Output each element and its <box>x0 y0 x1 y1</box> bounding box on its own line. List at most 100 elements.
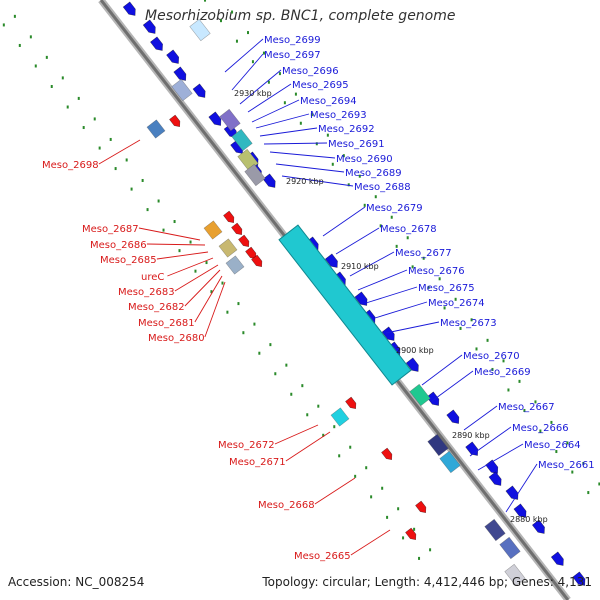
guide-dot <box>237 302 240 306</box>
forward-gene <box>572 571 586 586</box>
guide-dot <box>566 441 569 445</box>
callout-line <box>349 251 395 277</box>
guide-dot <box>598 482 600 486</box>
guide-dot <box>82 126 85 130</box>
guide-dot <box>315 142 318 146</box>
gene-block <box>189 18 211 42</box>
gene-block-group <box>203 220 223 240</box>
gene-block <box>219 108 241 132</box>
guide-dot <box>50 84 53 88</box>
accession-text: Accession: NC_008254 <box>8 575 145 589</box>
kbp-tick-label: 2900 kbp <box>396 346 434 355</box>
guide-dot <box>459 326 462 330</box>
guide-dot <box>306 413 309 417</box>
guide-dot <box>363 203 366 207</box>
kbp-tick-label: 2880 kbp <box>510 515 548 524</box>
callout-line <box>251 99 300 123</box>
callout-line <box>431 370 474 402</box>
guide-dot <box>162 228 165 232</box>
guide-dot <box>235 39 238 43</box>
callout-line <box>259 127 318 137</box>
gene-block <box>146 119 166 139</box>
gene-block <box>218 238 238 258</box>
guide-dot <box>402 536 405 540</box>
guide-dot <box>109 137 112 141</box>
reverse-gene <box>169 114 181 128</box>
forward-gene <box>531 519 545 534</box>
guide-dot <box>427 285 430 289</box>
guide-dot <box>294 92 297 96</box>
guide-dot <box>349 445 352 449</box>
gene-label: Meso_2661 <box>538 460 595 471</box>
guide-dot <box>247 31 250 35</box>
callout-line <box>505 463 538 513</box>
gene-block-group <box>225 255 245 275</box>
gene-label: Meso_2680 <box>148 333 205 344</box>
gene-arrow <box>381 326 395 341</box>
gene-label: Meso_2682 <box>128 302 185 313</box>
gene-label: Meso_2668 <box>258 500 315 511</box>
forward-gene <box>488 471 502 486</box>
gene-block <box>427 433 449 457</box>
gene-arrow <box>192 83 206 98</box>
guide-dot <box>210 290 213 294</box>
gene-block <box>330 407 350 427</box>
guide-dot <box>347 183 350 187</box>
callout-line <box>281 175 354 187</box>
guide-dot <box>429 548 432 552</box>
callout-line <box>263 142 328 145</box>
gene-label: Meso_2675 <box>418 283 475 294</box>
callout-line <box>274 424 319 445</box>
callout-line <box>174 264 219 292</box>
guide-dot <box>77 96 80 100</box>
guide-dot <box>251 60 254 64</box>
kbp-tick-label: 2910 kbp <box>341 262 379 271</box>
long-gene-region <box>278 224 412 386</box>
gene-arrow <box>405 357 419 372</box>
reverse-gene <box>381 447 393 461</box>
gene-block-group <box>231 128 253 152</box>
gene-block <box>484 518 506 542</box>
forward-gene <box>405 357 419 372</box>
guide-dot <box>418 556 421 560</box>
gene-block <box>244 163 266 187</box>
guide-dot <box>2 23 5 27</box>
callout-line <box>146 243 206 246</box>
gene-label: Meso_2693 <box>310 110 367 121</box>
guide-dot <box>204 0 207 2</box>
guide-dot <box>555 450 558 454</box>
reverse-gene <box>345 396 357 410</box>
guide-dot <box>278 72 281 76</box>
guide-dot <box>301 384 304 388</box>
callout-line <box>335 227 380 255</box>
callout-line <box>194 275 223 323</box>
guide-dot <box>258 351 261 355</box>
callout-line <box>204 281 226 338</box>
guide-dot <box>34 64 37 68</box>
dotted-guides <box>2 0 600 560</box>
guide-dot <box>267 80 270 84</box>
callout-line <box>365 286 418 304</box>
guide-dot <box>61 76 64 80</box>
guide-dot <box>454 297 457 301</box>
gene-arrow <box>122 1 136 16</box>
guide-dot <box>438 277 441 281</box>
guide-dot <box>226 310 229 314</box>
guide-dot <box>395 244 398 248</box>
gene-label: Meso_2670 <box>463 351 520 362</box>
gene-label: Meso_2694 <box>300 96 357 107</box>
forward-gene <box>192 83 206 98</box>
guide-dot <box>379 224 382 228</box>
guide-dot <box>475 347 478 351</box>
guide-dot <box>571 470 574 474</box>
reverse-gene <box>415 500 427 514</box>
forward-gene <box>208 111 222 126</box>
guide-dot <box>354 474 357 478</box>
guide-dot <box>338 454 341 458</box>
guide-dot <box>491 367 494 371</box>
forward-gene <box>142 19 156 34</box>
gene-arrow <box>415 500 427 514</box>
guide-dot <box>114 167 117 171</box>
guide-dot <box>397 507 400 511</box>
reverse-gene <box>251 254 263 268</box>
